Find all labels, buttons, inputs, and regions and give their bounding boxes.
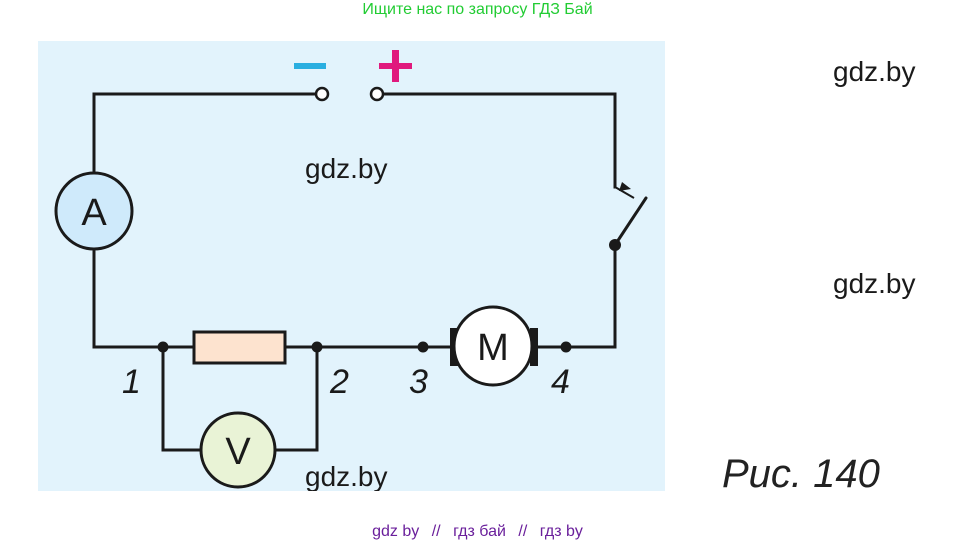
footer-link-3[interactable]: гдз by — [539, 523, 583, 540]
watermark-panel-bottom: gdz.by — [305, 461, 388, 491]
resistor — [192, 330, 287, 365]
node-2-dot — [311, 341, 323, 353]
motor-label: M — [477, 327, 509, 369]
node-4-dot — [560, 341, 572, 353]
plus-sign-icon — [379, 50, 412, 82]
wire-top-right — [377, 92, 617, 189]
footer-links: gdz by // гдз бай // гдз by — [0, 523, 955, 541]
voltmeter — [199, 411, 277, 489]
ammeter-label: A — [81, 192, 107, 234]
point-label-2: 2 — [329, 363, 349, 401]
footer-separator-2: // — [518, 523, 528, 540]
circuit-svg: A M V 1 2 3 4 gdz.by gdz.by — [38, 41, 665, 491]
watermark-panel-top: gdz.by — [305, 153, 388, 184]
diagram-background — [38, 41, 665, 491]
terminal-minus-contact — [314, 86, 330, 102]
watermark-right-top: gdz.by — [833, 56, 916, 87]
motor — [452, 305, 534, 387]
switch — [609, 182, 648, 251]
wire-top-left — [92, 92, 320, 172]
top-banner[interactable]: Ищите нас по запросу ГДЗ Бай — [362, 1, 593, 18]
motor-brush-right — [530, 328, 538, 366]
voltmeter-label: V — [225, 431, 251, 473]
point-label-4: 4 — [551, 363, 570, 401]
minus-sign-icon — [294, 63, 326, 69]
wire-voltmeter-left — [161, 345, 203, 452]
point-label-1: 1 — [122, 363, 141, 401]
circuit-diagram: A M V 1 2 3 4 gdz.by gdz.by — [38, 41, 665, 491]
footer-link-1[interactable]: gdz by — [372, 523, 420, 540]
node-1-dot — [157, 341, 169, 353]
footer-separator-1: // — [431, 523, 441, 540]
point-label-3: 3 — [409, 363, 428, 401]
ammeter — [54, 171, 134, 251]
wire-voltmeter-right — [273, 345, 319, 452]
node-3-dot — [417, 341, 429, 353]
watermark-right-middle: gdz.by — [833, 268, 916, 299]
terminal-plus-contact — [369, 86, 385, 102]
footer-link-2[interactable]: гдз бай — [453, 523, 506, 540]
figure-caption: Рис. 140 — [722, 452, 880, 496]
